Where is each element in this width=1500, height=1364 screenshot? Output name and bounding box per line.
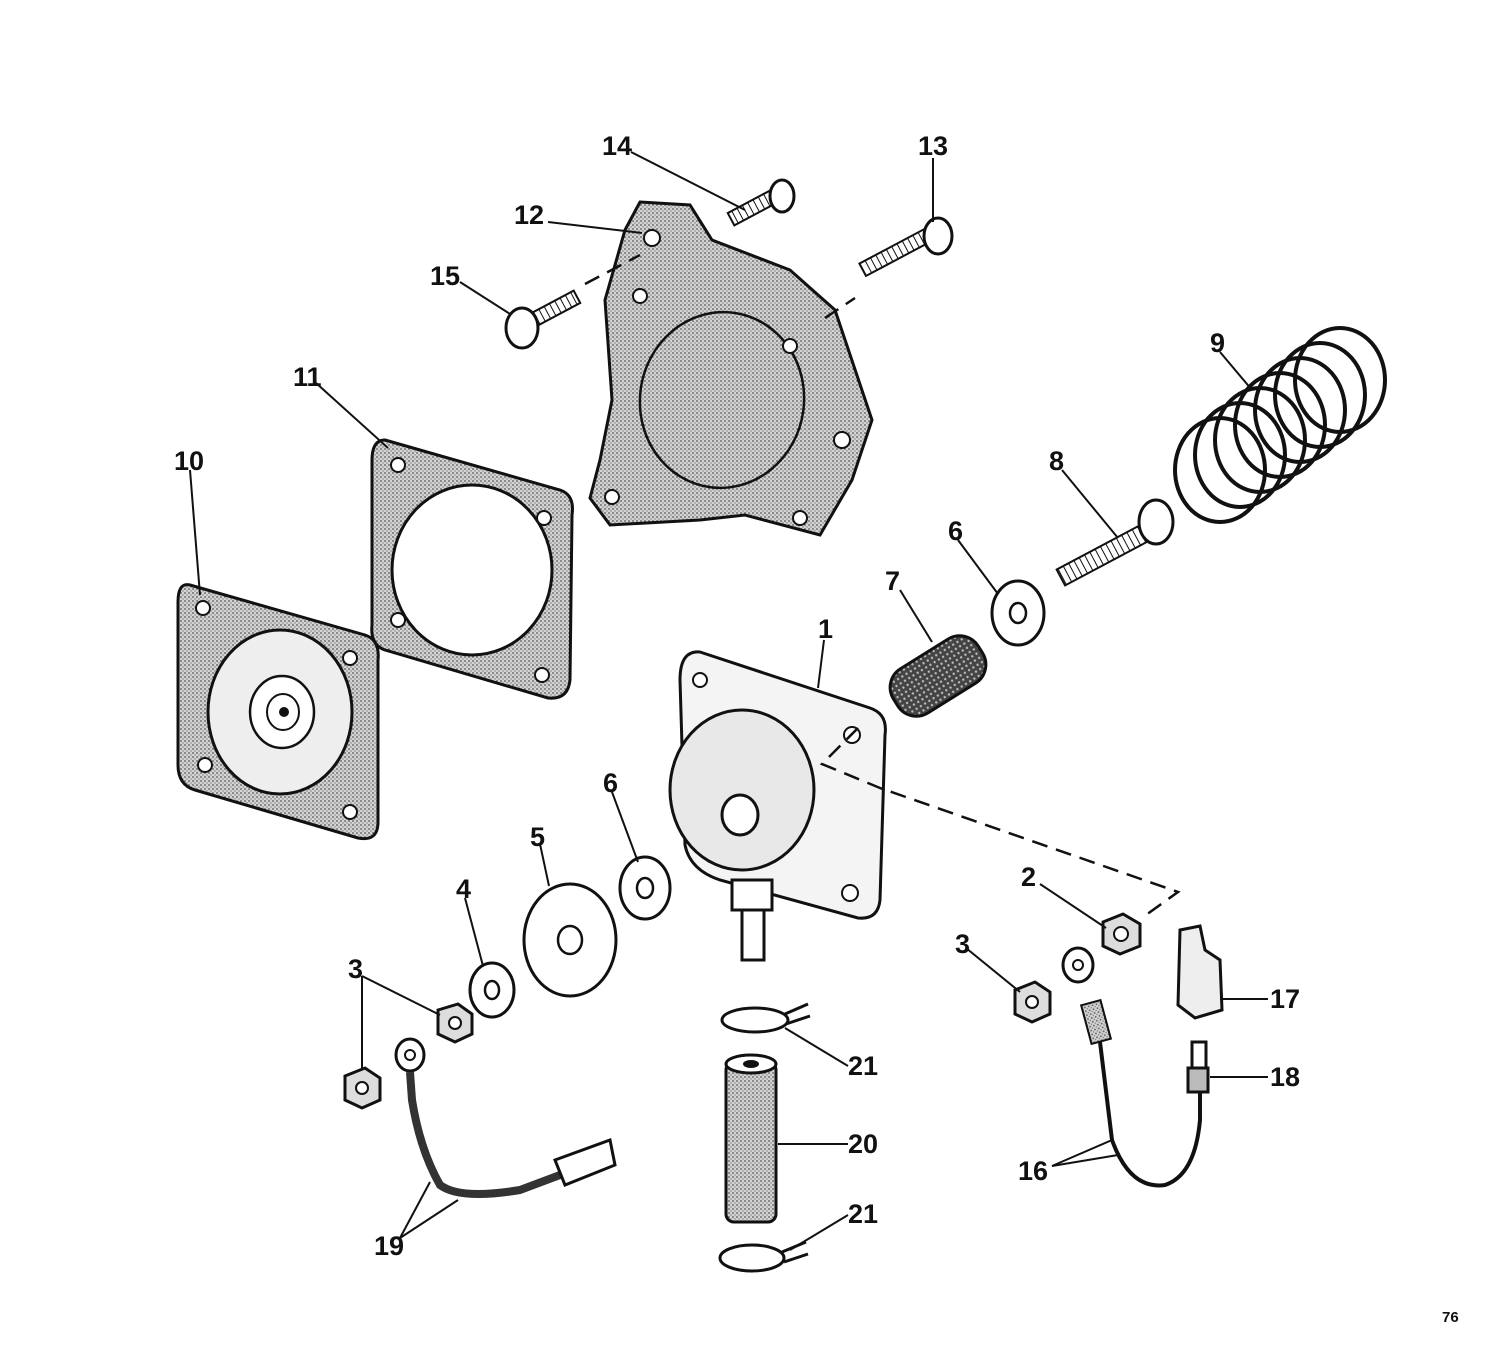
- callout-11: 11: [293, 362, 322, 392]
- screw-13-part: [858, 216, 954, 278]
- callout-5: 5: [530, 822, 545, 852]
- nut-3-left-upper-part: [436, 1002, 474, 1044]
- leader-lines: [189, 151, 1268, 1251]
- callout-3-left: 3: [348, 954, 363, 984]
- callout-6-lower: 6: [603, 768, 618, 798]
- callout-12: 12: [514, 200, 544, 230]
- gasket-part: [370, 438, 574, 700]
- nut-3-right-part: [1013, 980, 1052, 1024]
- wire-lead-19-part: [394, 1037, 617, 1198]
- callout-3-right: 3: [955, 929, 970, 959]
- callout-7: 7: [885, 566, 900, 596]
- assembly-lines: [584, 253, 1181, 917]
- callout-21-lower: 21: [848, 1199, 878, 1229]
- clamp-upper-part: [720, 1002, 811, 1034]
- small-washer-part: [468, 961, 516, 1019]
- page-number: 76: [1442, 1309, 1459, 1326]
- callout-8: 8: [1049, 446, 1064, 476]
- callout-18: 18: [1270, 1062, 1300, 1092]
- screw-14-part: [726, 178, 796, 227]
- spring-part: [1173, 326, 1387, 524]
- callout-2: 2: [1021, 862, 1036, 892]
- callout-16: 16: [1018, 1156, 1048, 1186]
- connector-sleeve-part: [1176, 924, 1224, 1020]
- callout-20: 20: [848, 1129, 878, 1159]
- washer-6-upper-part: [990, 579, 1046, 647]
- terminal-part: [1186, 1040, 1210, 1094]
- nut-3-left-lower-part: [343, 1066, 382, 1110]
- diaphragm-part: [176, 583, 380, 841]
- callout-15: 15: [430, 261, 460, 291]
- bolt-part: [1055, 498, 1175, 587]
- callout-labels: 1 2 3 3 4 5 6 6 7 8 9 10 11 12 13 14 15 …: [174, 131, 1300, 1261]
- callout-1: 1: [818, 614, 833, 644]
- wire-lead-16-part: [1061, 946, 1202, 1188]
- nut-2-part: [1101, 912, 1142, 956]
- callout-9: 9: [1210, 328, 1225, 358]
- callout-21-upper: 21: [848, 1051, 878, 1081]
- screw-15-part: [504, 289, 582, 350]
- callout-10: 10: [174, 446, 204, 476]
- filter-screen-part: [888, 634, 988, 718]
- callout-6-upper: 6: [948, 516, 963, 546]
- cover-plate-part: [588, 200, 874, 537]
- callout-19: 19: [374, 1231, 404, 1261]
- disc-washer-part: [522, 882, 618, 998]
- callout-13: 13: [918, 131, 948, 161]
- hose-part: [724, 1053, 778, 1224]
- washer-6-lower-part: [618, 855, 672, 921]
- callout-14: 14: [602, 131, 632, 161]
- callout-4: 4: [456, 874, 471, 904]
- pump-body-part: [668, 650, 887, 962]
- callout-17: 17: [1270, 984, 1300, 1014]
